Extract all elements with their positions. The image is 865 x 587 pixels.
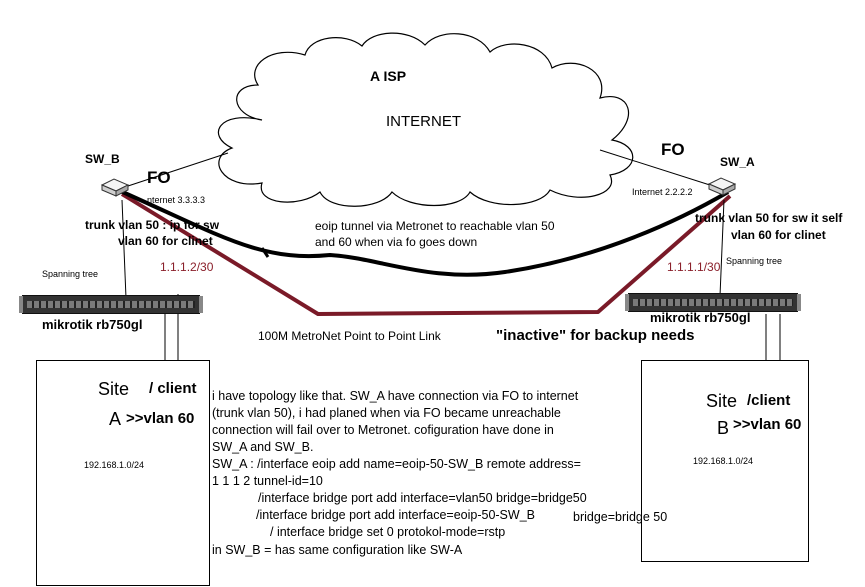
sw-b-link-ip: 1.1.1.2/30 <box>160 260 214 274</box>
sw-b-spanning-tree: Spanning tree <box>42 269 99 279</box>
site-b-box <box>641 360 809 562</box>
sw-b-fo-label: FO <box>147 168 171 187</box>
note-line: SW_A : /interface eoip add name=eoip-50-… <box>212 457 581 471</box>
fo-line-sw-b <box>127 152 229 187</box>
sw-a-spanning-tree: Spanning tree <box>726 256 783 266</box>
note-line: /interface bridge port add interface=eoi… <box>256 508 535 522</box>
eoip-label-line2: and 60 when via fo goes down <box>315 235 478 249</box>
isp-label: A ISP <box>370 68 407 84</box>
note-line: in SW_B = has same configuration like SW… <box>212 543 463 557</box>
eoip-label-line1: eoip tunnel via Metronet to reachable vl… <box>315 219 555 233</box>
sw-a-trunk-line1: trunk vlan 50 for sw it self <box>695 211 843 225</box>
note-line: connection will fail over to Metronet. c… <box>212 423 554 437</box>
switch-icon <box>707 177 737 196</box>
site-b-client: /client <box>747 392 791 409</box>
note-line: /interface bridge port add interface=vla… <box>258 491 587 505</box>
router-icon <box>19 295 203 314</box>
site-a-subnet: 192.168.1.0/24 <box>84 460 145 470</box>
note-line: 1 1 1 2 tunnel-id=10 <box>212 474 323 488</box>
note-line: (trunk vlan 50), i had planed when via F… <box>212 406 561 420</box>
site-a-letter: A <box>109 409 122 429</box>
sw-a-name: SW_A <box>720 155 755 169</box>
site-b-vlan: >>vlan 60 <box>733 416 802 433</box>
sw-b-name: SW_B <box>85 152 120 166</box>
site-a-box <box>36 360 210 586</box>
sw-a-link-ip: 1.1.1.1/30 <box>667 260 721 274</box>
sw-a-to-router-line <box>719 199 725 297</box>
sw-b-to-router-line <box>121 199 127 299</box>
sw-a-trunk-line2: vlan 60 for clinet <box>731 228 826 242</box>
note-line: SW_A and SW_B. <box>212 440 314 454</box>
note-line: / interface bridge set 0 protokol-mode=r… <box>270 525 506 539</box>
sw-a-router-label: mikrotik rb750gl <box>650 310 751 325</box>
note-line: i have topology like that. SW_A have con… <box>212 389 579 403</box>
site-b-letter: B <box>717 418 730 438</box>
metronet-label: 100M MetroNet Point to Point Link <box>258 329 441 343</box>
site-a-client: / client <box>149 380 197 397</box>
sw-a-internet-ip: Internet 2.2.2.2 <box>632 187 693 197</box>
eoip-tunnel <box>117 188 730 277</box>
sw-b-trunk-line2: vlan 60 for clinet <box>118 234 213 248</box>
fo-line-sw-a <box>599 149 714 187</box>
metronet-link <box>120 192 732 316</box>
metronet-status: "inactive" for backup needs <box>496 327 695 344</box>
sw-a-fo-label: FO <box>661 140 685 159</box>
router-icon <box>625 293 801 312</box>
site-a-vlan: >>vlan 60 <box>126 410 195 427</box>
internet-cloud <box>217 32 634 207</box>
sw-b-router-label: mikrotik rb750gl <box>42 317 143 332</box>
note-line: bridge=bridge 50 <box>573 510 668 524</box>
site-a-word: Site <box>98 379 130 399</box>
eoip-tick <box>260 247 270 258</box>
internet-label: INTERNET <box>386 113 461 130</box>
sw-b-internet-ip: nternet 3.3.3.3 <box>147 195 206 205</box>
site-b-word: Site <box>706 391 738 411</box>
switch-icon <box>100 178 130 197</box>
site-b-subnet: 192.168.1.0/24 <box>693 456 754 466</box>
sw-b-trunk-line1: trunk vlan 50 : ip for sw <box>85 218 220 232</box>
